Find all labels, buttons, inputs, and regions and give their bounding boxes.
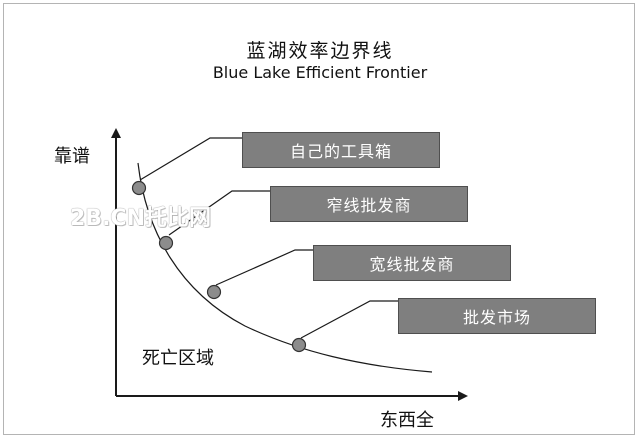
efficient-frontier-curve [137,162,433,373]
x-axis-label: 东西全 [380,410,434,431]
figure-frame [3,3,635,435]
frontier-point-4 [291,337,307,353]
frontier-point-2 [158,235,174,251]
death-zone-label: 死亡区域 [142,348,214,369]
chart-title-english: Blue Lake Efficient Frontier [212,63,428,82]
strategy-box-wholesale-market: 批发市场 [398,298,596,334]
y-axis-label: 靠谱 [54,146,90,167]
leader-line-4 [300,300,398,339]
frontier-point-3 [206,284,222,300]
frontier-point-1 [131,180,147,196]
strategy-box-own-toolbox: 自己的工具箱 [242,132,440,168]
strategy-box-broad-line-wholesaler: 宽线批发商 [313,245,511,281]
leader-line-1 [139,137,242,181]
strategy-box-narrow-line-wholesaler: 窄线批发商 [270,186,468,222]
watermark-logo: 2B.CN托比网 [70,206,211,231]
leader-line-3 [215,249,313,286]
leader-line-2 [168,190,270,236]
chart-title-chinese: 蓝湖效率边界线 [246,40,394,62]
